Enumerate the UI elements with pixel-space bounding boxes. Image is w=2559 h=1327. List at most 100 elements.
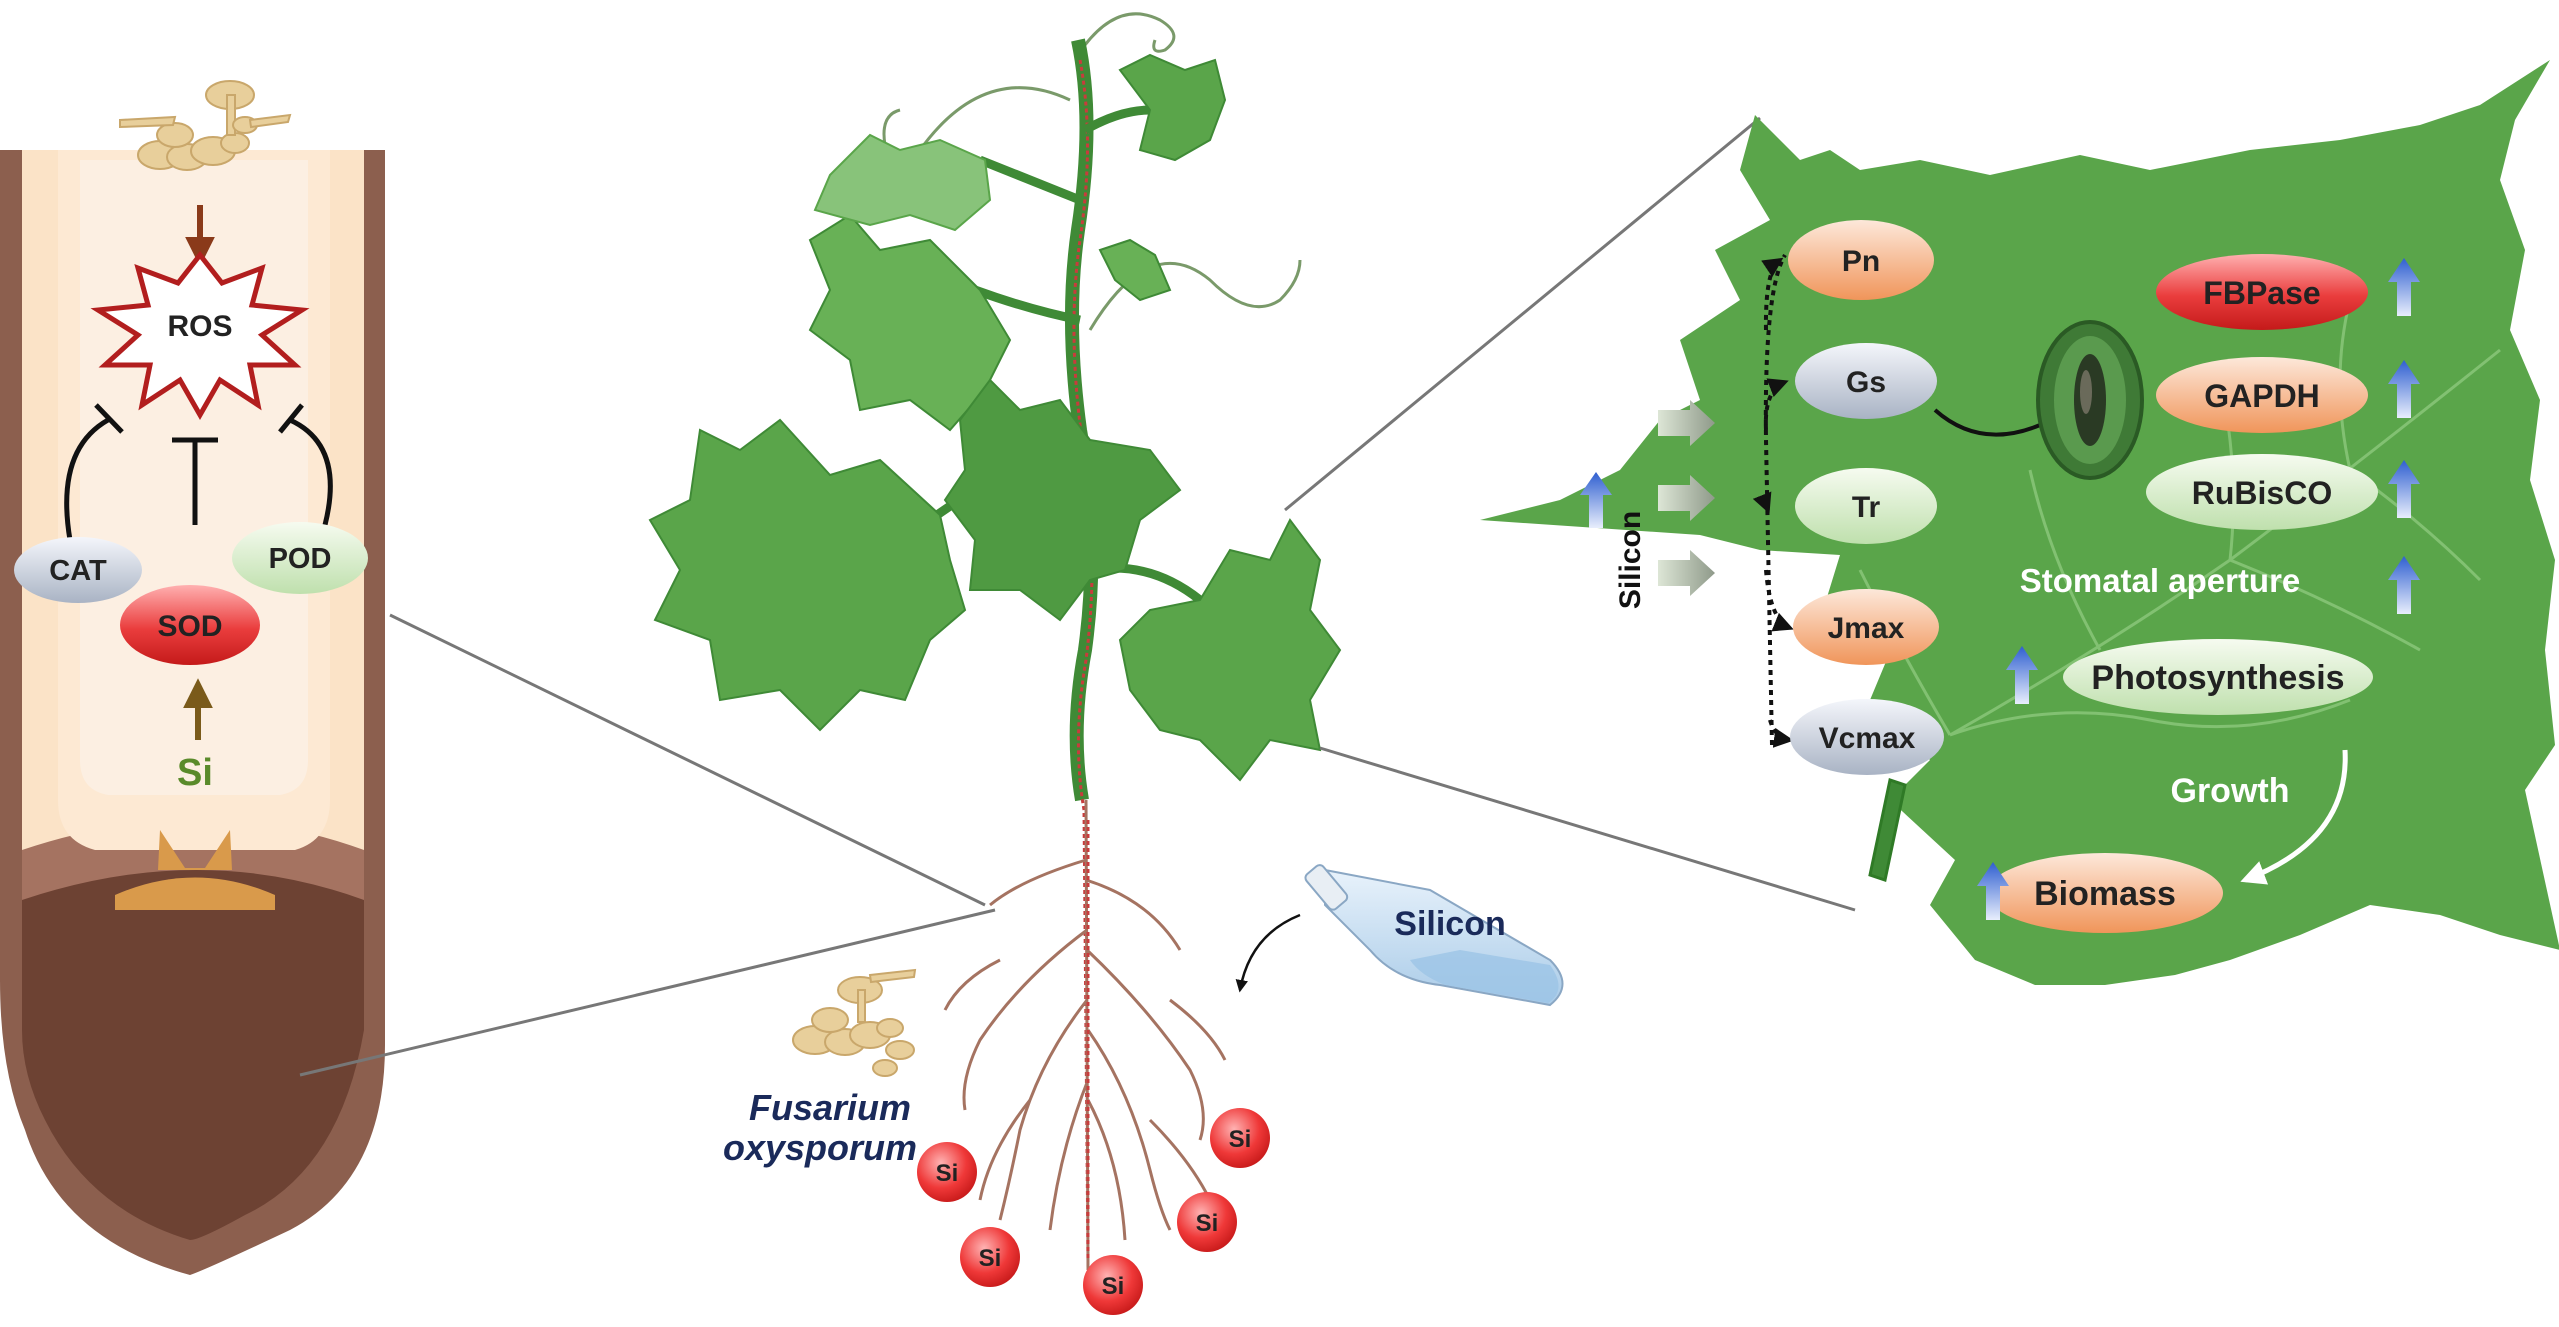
leaf-petiole — [1868, 778, 1907, 882]
root-zoom-line-bottom — [299, 908, 996, 1077]
biomass-up-arrow — [1977, 862, 2009, 920]
svg-text:Si: Si — [1229, 1126, 1252, 1153]
leaf-zoom-line-top — [1284, 116, 1761, 512]
pn-node — [1788, 220, 1934, 300]
si-to-sod-arrow — [183, 678, 213, 740]
growth-label: Growth — [2171, 772, 2290, 810]
pn-label: Pn — [1842, 245, 1880, 278]
leaf-panel: Silicon Pn Gs Tr Jmax Vcmax F — [1480, 60, 2559, 985]
cat-node — [14, 537, 142, 603]
root-cap — [22, 840, 364, 1240]
si-particles: Si Si Si Si Si — [917, 1108, 1270, 1315]
vcmax-node — [1790, 699, 1944, 775]
tr-label: Tr — [1852, 491, 1881, 524]
ros-label: ROS — [167, 310, 232, 343]
pod-inhibition-line — [288, 417, 333, 526]
dotted-to-jmax — [1764, 569, 1794, 632]
root-tip-panel: ROS CAT POD SOD Si — [0, 80, 385, 1275]
vcmax-label: Vcmax — [1819, 722, 1916, 755]
stomata-icon — [2036, 320, 2144, 480]
rubisco-node — [2146, 454, 2378, 530]
gs-to-stomata-line — [1933, 408, 2041, 437]
silicon-flask — [1304, 864, 1564, 1007]
tr-node — [1795, 468, 1937, 544]
silicon-arrow-3 — [1658, 550, 1715, 596]
cat-inhibition-bar — [94, 403, 124, 434]
si-ball: Si — [1210, 1108, 1270, 1168]
gapdh-up-arrow — [2388, 360, 2420, 418]
gapdh-node — [2156, 357, 2368, 433]
petiole-5 — [1082, 105, 1151, 134]
cucumber-plant: Fusarium oxysporum Silicon Si Si Si Si S… — [648, 12, 1564, 1315]
root-si-label: Si — [177, 752, 213, 794]
stomatal-aperture-up-arrow — [2388, 556, 2420, 614]
si-ball: Si — [917, 1142, 977, 1202]
root-meristem — [115, 877, 275, 910]
pathogen-spores-root — [119, 80, 292, 171]
flask-label: Silicon — [1394, 905, 1505, 943]
pod-node — [232, 522, 368, 594]
rubisco-label: RuBisCO — [2192, 475, 2332, 511]
petiole-2 — [973, 285, 1081, 325]
leaf-upper-left — [813, 133, 992, 232]
pathogen-to-ros-arrow — [185, 205, 215, 267]
leaf-veins — [1858, 299, 2501, 737]
pathogen-spores-soil — [792, 968, 917, 1077]
si-ball: Si — [1177, 1192, 1237, 1252]
root-meristem-spikes — [158, 830, 232, 870]
petiole-3 — [978, 155, 1082, 205]
fbpase-up-arrow — [2388, 258, 2420, 316]
pod-inhibition-bar — [278, 403, 304, 434]
dotted-to-pn — [1761, 257, 1784, 331]
svg-text:Si: Si — [1102, 1273, 1125, 1300]
svg-text:Si: Si — [979, 1245, 1002, 1272]
fbpase-label: FBPase — [2203, 275, 2320, 311]
svg-text:Si: Si — [936, 1160, 959, 1187]
silicon-arrow-1 — [1658, 400, 1715, 446]
leaf-zoom-line-bottom — [1319, 746, 1856, 912]
root-zoom-line-top — [389, 613, 986, 907]
dotted-to-tr — [1752, 491, 1772, 514]
tendril-top — [1083, 12, 1176, 53]
si-ball: Si — [960, 1227, 1020, 1287]
jmax-node — [1793, 589, 1939, 665]
pod-label: POD — [269, 543, 332, 575]
cat-inhibition-line — [64, 417, 110, 541]
dotted-to-gs — [1763, 378, 1789, 431]
biomass-node — [1987, 853, 2223, 933]
photosynthesis-label: Photosynthesis — [2091, 659, 2344, 697]
pour-arrow — [1235, 913, 1301, 993]
leaf-small-right — [1098, 238, 1172, 302]
pathogen-name-line2: oxysporum — [723, 1127, 917, 1168]
gs-label: Gs — [1846, 366, 1886, 399]
growth-arrow — [2240, 749, 2348, 885]
pathogen-name-line1: Fusarium — [749, 1087, 911, 1128]
sod-label: SOD — [157, 610, 222, 643]
rubisco-up-arrow — [2388, 460, 2420, 518]
sod-node — [120, 585, 260, 665]
leaf-large-left — [648, 418, 967, 732]
silicon-arrow-2 — [1658, 475, 1715, 521]
cat-label: CAT — [49, 555, 107, 587]
dotted-to-vcmax — [1768, 719, 1794, 748]
leaf-center — [943, 378, 1182, 622]
svg-text:Si: Si — [1196, 1210, 1219, 1237]
dotted-trunk — [1763, 253, 1787, 746]
photosynthesis-node — [2063, 639, 2373, 715]
ros-burst — [90, 250, 310, 421]
gs-node — [1795, 343, 1937, 419]
biomass-label: Biomass — [2034, 875, 2176, 913]
silicon-input-label: Silicon — [1614, 511, 1647, 609]
silicon-up-arrow — [1580, 472, 1612, 528]
stomatal-aperture-label: Stomatal aperture — [2020, 562, 2301, 599]
root-system — [943, 799, 1227, 1271]
leaf-top-right — [1118, 53, 1227, 162]
jmax-label: Jmax — [1828, 612, 1905, 645]
si-ball: Si — [1083, 1255, 1143, 1315]
gapdh-label: GAPDH — [2204, 378, 2320, 414]
photosynthesis-up-arrow — [2006, 646, 2038, 704]
leaf-right — [1118, 518, 1342, 782]
fbpase-node — [2156, 254, 2368, 330]
